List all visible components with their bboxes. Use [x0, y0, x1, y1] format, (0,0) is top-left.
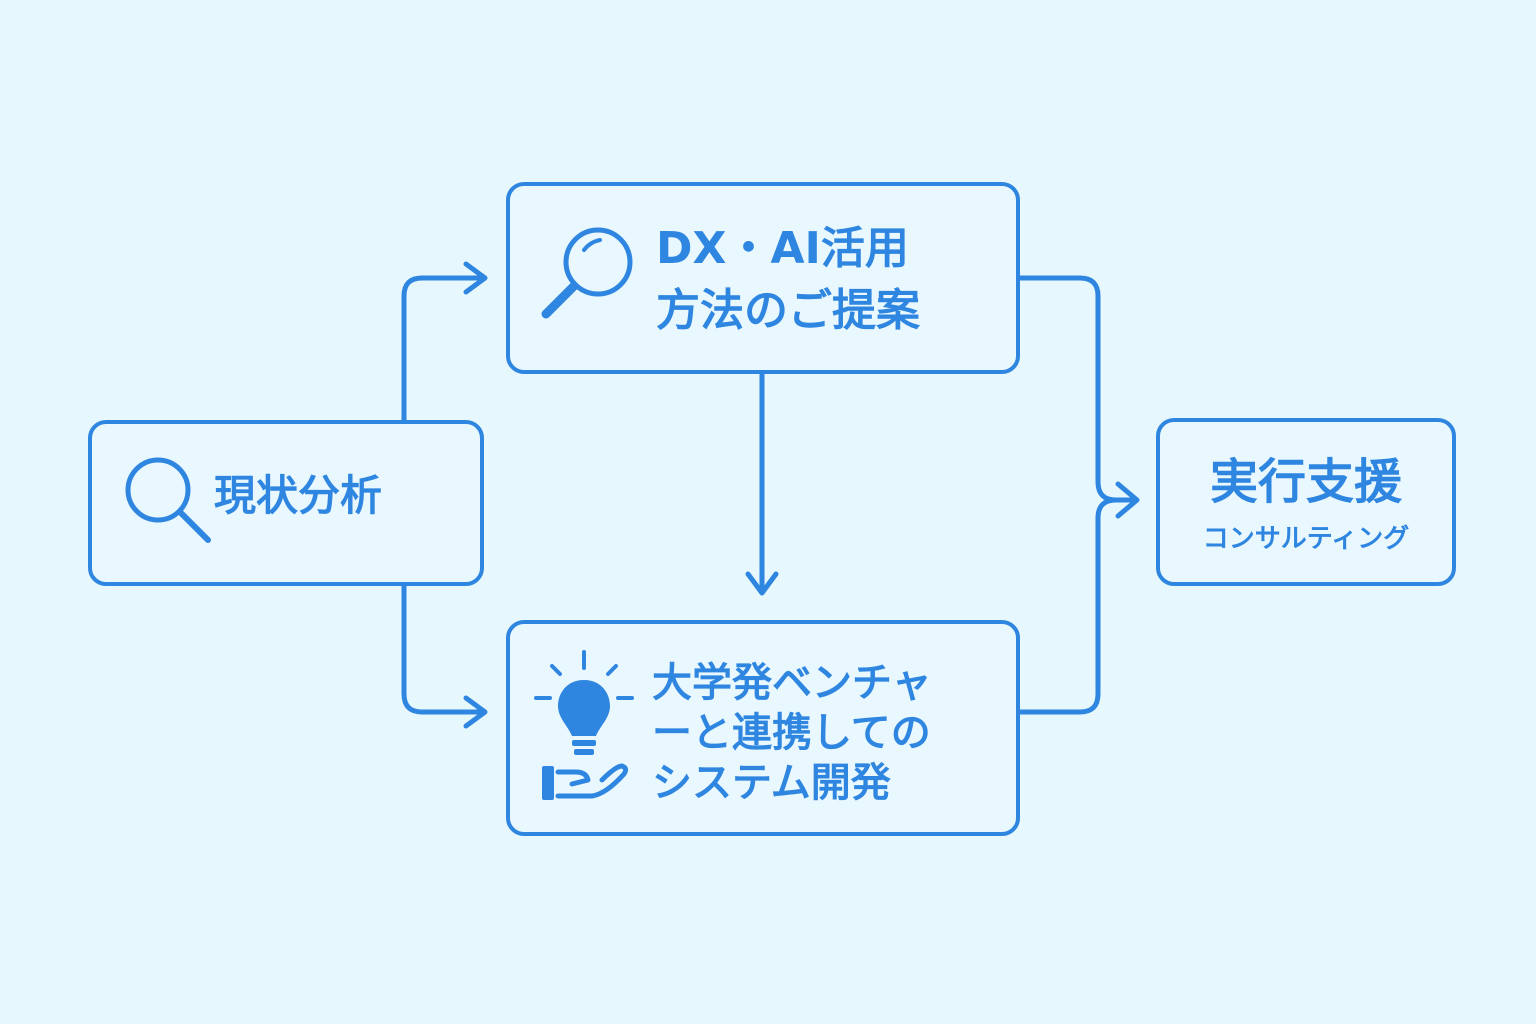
node-venture-line-2: ーと連携しての — [652, 710, 931, 756]
node-current-analysis: 現状分析 — [88, 420, 484, 586]
connector-analysis-to-proposal — [401, 275, 487, 423]
arrowhead-to-execution — [1115, 481, 1140, 519]
node-venture-line-3: システム開発 — [652, 760, 891, 806]
arrowhead-to-proposal — [463, 261, 488, 295]
lightbulb-hand-icon — [534, 650, 634, 800]
node-dx-ai-proposal-line-2: 方法のご提案 — [656, 285, 920, 336]
node-venture-system-development: 大学発ベンチャ ーと連携しての システム開発 — [506, 620, 1020, 836]
node-venture-line-1: 大学発ベンチャ — [652, 660, 932, 706]
magnifier-icon — [541, 227, 633, 319]
connector-analysis-to-venture — [401, 583, 487, 715]
node-dx-ai-proposal-label: DX・AI活用 方法のご提案 — [656, 218, 920, 342]
node-dx-ai-proposal: DX・AI活用 方法のご提案 — [506, 182, 1020, 374]
arrowhead-down-to-venture — [745, 571, 779, 596]
arrowhead-to-venture — [463, 695, 488, 729]
node-current-analysis-label: 現状分析 — [214, 471, 383, 520]
node-venture-system-development-label: 大学発ベンチャ ーと連携しての システム開発 — [652, 658, 932, 808]
node-execution-support: 実行支援 コンサルティング — [1156, 418, 1456, 586]
connector-venture-to-execution — [1017, 497, 1119, 715]
node-dx-ai-proposal-line-1: DX・AI活用 — [656, 223, 909, 274]
connector-proposal-to-execution — [1017, 275, 1137, 503]
node-execution-support-subtitle: コンサルティング — [1202, 524, 1410, 554]
node-execution-support-title: 実行支援 — [1209, 454, 1402, 510]
magnifier-icon — [125, 457, 211, 543]
